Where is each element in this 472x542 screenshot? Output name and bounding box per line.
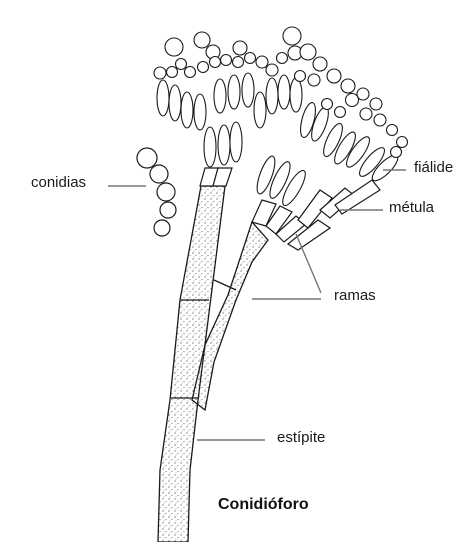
metulae: [200, 168, 380, 250]
conidia-chain: [137, 148, 176, 236]
stipe: [158, 186, 225, 542]
label-ramas: ramas: [334, 287, 376, 304]
figure-caption: Conidióforo: [218, 496, 309, 514]
label-fialide: fiálide: [414, 159, 453, 176]
label-conidias: conidias: [31, 174, 86, 191]
label-metula: métula: [389, 199, 434, 216]
label-estipite: estípite: [277, 429, 325, 446]
